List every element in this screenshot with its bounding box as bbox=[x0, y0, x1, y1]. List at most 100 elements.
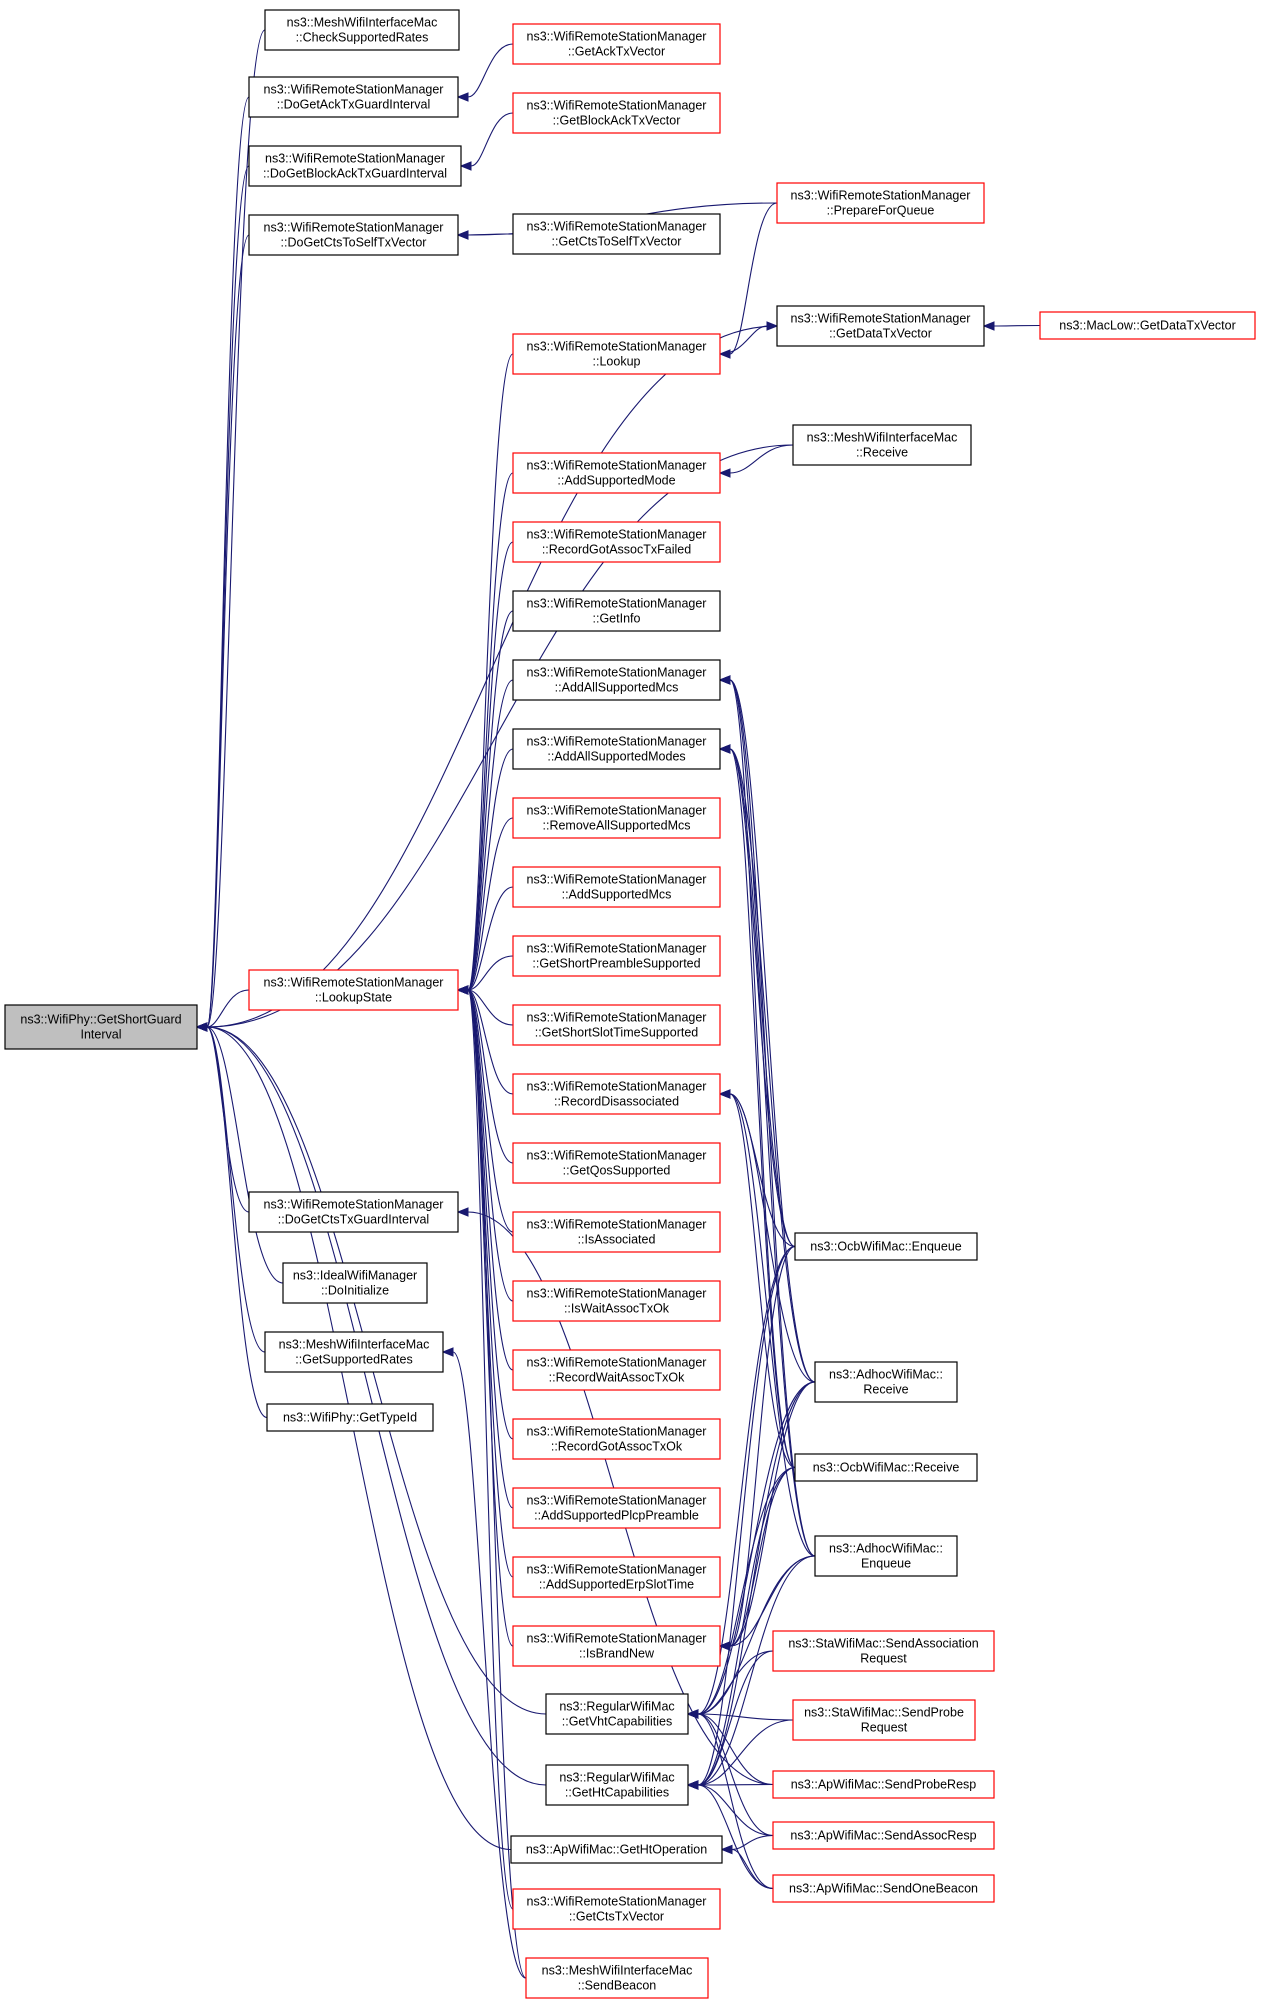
graph-node[interactable]: ns3::MeshWifiInterfaceMac::SendBeacon bbox=[525, 1957, 709, 1999]
graph-node[interactable]: ns3::WifiRemoteStationManager::IsBrandNe… bbox=[512, 1625, 721, 1667]
graph-node[interactable]: ns3::WifiRemoteStationManager::DoGetBloc… bbox=[248, 145, 462, 187]
node-box bbox=[248, 214, 459, 256]
graph-node[interactable]: ns3::WifiRemoteStationManager::IsAssocia… bbox=[512, 1211, 721, 1253]
node-label: ns3::ApWifiMac::SendOneBeacon bbox=[789, 1882, 978, 1896]
graph-node[interactable]: ns3::WifiRemoteStationManager::GetCtsToS… bbox=[512, 213, 721, 255]
node-label: ns3::WifiRemoteStationManager bbox=[527, 528, 707, 542]
node-box bbox=[512, 1004, 721, 1046]
graph-node[interactable]: ns3::WifiRemoteStationManager::GetShortP… bbox=[512, 935, 721, 977]
edge-line bbox=[729, 1245, 796, 1647]
graph-node[interactable]: ns3::WifiRemoteStationManager::AddAllSup… bbox=[512, 728, 721, 770]
graph-node[interactable]: ns3::WifiRemoteStationManager::GetAckTxV… bbox=[512, 23, 721, 65]
edge-line bbox=[729, 1093, 816, 1557]
edge-line bbox=[467, 989, 514, 1026]
node-label: ns3::WifiRemoteStationManager bbox=[527, 1632, 707, 1646]
node-label: ns3::WifiRemoteStationManager bbox=[527, 873, 707, 887]
node-label: ::AddAllSupportedModes bbox=[547, 750, 685, 764]
edge-arrowhead bbox=[718, 349, 731, 359]
graph-node[interactable]: ns3::WifiRemoteStationManager::GetDataTx… bbox=[776, 305, 985, 347]
graph-node[interactable]: ns3::WifiRemoteStationManager::GetInfo bbox=[512, 590, 721, 632]
node-box bbox=[814, 1361, 958, 1403]
node-label: ns3::WifiRemoteStationManager bbox=[527, 459, 707, 473]
graph-node[interactable]: ns3::WifiRemoteStationManager::PrepareFo… bbox=[776, 182, 985, 224]
graph-node[interactable]: ns3::MeshWifiInterfaceMac::GetSupportedR… bbox=[264, 1331, 444, 1373]
graph-node[interactable]: ns3::WifiRemoteStationManager::LookupSta… bbox=[248, 969, 459, 1011]
graph-node[interactable]: ns3::WifiRemoteStationManager::RecordGot… bbox=[512, 1418, 721, 1460]
graph-node[interactable]: ns3::ApWifiMac::SendAssocResp bbox=[772, 1821, 995, 1850]
edge-arrowhead bbox=[456, 1207, 469, 1217]
graph-node[interactable]: ns3::WifiRemoteStationManager::GetBlockA… bbox=[512, 92, 721, 134]
node-box bbox=[248, 145, 462, 187]
graph-node[interactable]: ns3::IdealWifiManager::DoInitialize bbox=[282, 1262, 428, 1304]
call-edge bbox=[718, 202, 778, 359]
edge-line bbox=[452, 1351, 527, 1979]
graph-node[interactable]: ns3::WifiRemoteStationManager::DoGetCtsT… bbox=[248, 214, 459, 256]
node-label: ns3::WifiRemoteStationManager bbox=[527, 30, 707, 44]
node-box bbox=[525, 1957, 709, 1999]
graph-node[interactable]: ns3::AdhocWifiMac::Receive bbox=[814, 1361, 958, 1403]
node-label: ns3::ApWifiMac::SendAssocResp bbox=[790, 1829, 976, 1843]
graph-node[interactable]: ns3::WifiRemoteStationManager::IsWaitAss… bbox=[512, 1280, 721, 1322]
node-label: ::GetShortPreambleSupported bbox=[532, 957, 700, 971]
graph-node[interactable]: ns3::MeshWifiInterfaceMac::Receive bbox=[792, 424, 972, 466]
node-label: ns3::WifiRemoteStationManager bbox=[264, 1198, 444, 1212]
graph-node[interactable]: ns3::OcbWifiMac::Enqueue bbox=[794, 1232, 978, 1261]
graph-node[interactable]: ns3::WifiRemoteStationManager::DoGetAckT… bbox=[248, 76, 459, 118]
edge-arrowhead bbox=[718, 468, 731, 478]
graph-node[interactable]: ns3::OcbWifiMac::Receive bbox=[794, 1453, 978, 1482]
node-box bbox=[776, 305, 985, 347]
edge-line bbox=[467, 989, 514, 1164]
node-label: ns3::WifiRemoteStationManager bbox=[527, 804, 707, 818]
graph-node[interactable]: ns3::WifiRemoteStationManager::RecordGot… bbox=[512, 521, 721, 563]
edge-arrowhead bbox=[441, 1347, 454, 1357]
node-box bbox=[512, 728, 721, 770]
graph-node[interactable]: ns3::ApWifiMac::GetHtOperation bbox=[510, 1835, 723, 1864]
graph-node[interactable]: ns3::ApWifiMac::SendOneBeacon bbox=[772, 1874, 995, 1903]
graph-node[interactable]: ns3::WifiRemoteStationManager::RecordWai… bbox=[512, 1349, 721, 1391]
node-label: ::AddSupportedMode bbox=[557, 474, 675, 488]
graph-node[interactable]: ns3::WifiRemoteStationManager::AddSuppor… bbox=[512, 1487, 721, 1529]
call-edge bbox=[195, 96, 250, 1032]
node-label: ::AddSupportedMcs bbox=[562, 888, 672, 902]
edge-line bbox=[467, 989, 514, 1095]
graph-node[interactable]: ns3::MacLow::GetDataTxVector bbox=[1039, 311, 1256, 340]
graph-node[interactable]: ns3::AdhocWifiMac::Enqueue bbox=[814, 1535, 958, 1577]
graph-node[interactable]: ns3::WifiRemoteStationManager::RecordDis… bbox=[512, 1073, 721, 1115]
call-edge bbox=[459, 112, 514, 171]
node-label: ::GetShortSlotTimeSupported bbox=[535, 1026, 699, 1040]
graph-node[interactable]: ns3::WifiPhy::GetTypeId bbox=[266, 1403, 434, 1432]
node-label: ::Lookup bbox=[593, 355, 641, 369]
edge-line bbox=[729, 748, 816, 1557]
graph-node[interactable]: ns3::WifiRemoteStationManager::GetShortS… bbox=[512, 1004, 721, 1046]
node-box bbox=[248, 76, 459, 118]
node-label: ::RecordWaitAssocTxOk bbox=[549, 1371, 685, 1385]
graph-node[interactable]: ns3::WifiRemoteStationManager::AddSuppor… bbox=[512, 452, 721, 494]
graph-node[interactable]: ns3::WifiRemoteStationManager::GetCtsTxV… bbox=[512, 1888, 721, 1930]
call-edge bbox=[718, 1089, 796, 1469]
graph-node[interactable]: ns3::RegularWifiMac::GetHtCapabilities bbox=[545, 1764, 689, 1806]
graph-node[interactable]: ns3::MeshWifiInterfaceMac::CheckSupporte… bbox=[264, 9, 460, 51]
graph-node[interactable]: ns3::ApWifiMac::SendProbeResp bbox=[772, 1770, 995, 1799]
graph-node[interactable]: ns3::WifiRemoteStationManager::Lookup bbox=[512, 333, 721, 375]
node-box bbox=[512, 333, 721, 375]
node-label: ns3::WifiRemoteStationManager bbox=[265, 152, 445, 166]
call-edge bbox=[456, 985, 514, 1647]
graph-node[interactable]: ns3::WifiRemoteStationManager::DoGetCtsT… bbox=[248, 1191, 459, 1233]
graph-node[interactable]: ns3::WifiRemoteStationManager::GetQosSup… bbox=[512, 1142, 721, 1184]
call-edge bbox=[195, 1022, 250, 1213]
graph-node[interactable]: ns3::WifiRemoteStationManager::AddAllSup… bbox=[512, 659, 721, 701]
node-box bbox=[512, 521, 721, 563]
node-label: ::IsBrandNew bbox=[579, 1647, 655, 1661]
graph-node[interactable]: ns3::WifiRemoteStationManager::AddSuppor… bbox=[512, 866, 721, 908]
edge-line bbox=[697, 1783, 774, 1786]
node-label: ns3::MeshWifiInterfaceMac bbox=[542, 1964, 693, 1978]
graph-node[interactable]: ns3::WifiRemoteStationManager::AddSuppor… bbox=[512, 1556, 721, 1598]
node-label: ::GetHtCapabilities bbox=[565, 1786, 669, 1800]
node-label: ns3::WifiRemoteStationManager bbox=[527, 220, 707, 234]
graph-node[interactable]: ns3::WifiRemoteStationManager::RemoveAll… bbox=[512, 797, 721, 839]
node-box bbox=[248, 969, 459, 1011]
graph-node[interactable]: ns3::RegularWifiMac::GetVhtCapabilities bbox=[545, 1693, 689, 1735]
